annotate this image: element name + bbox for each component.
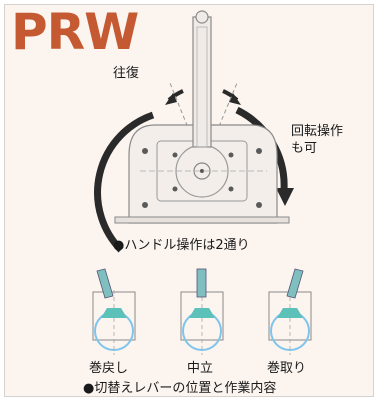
- diagram-panel: PRW: [4, 4, 374, 397]
- lever-position-rewind: [92, 268, 136, 355]
- rotation-label-line1: 回転操作: [291, 124, 344, 139]
- lever-cam: [277, 308, 303, 318]
- gearbox-housing: [128, 124, 278, 224]
- reciprocate-arrowhead-left-icon: [165, 93, 177, 105]
- reciprocate-arrowhead-right-icon: [229, 93, 241, 105]
- lever-cam: [189, 308, 215, 318]
- lever-position-neutral: [180, 268, 224, 355]
- position-label-neutral: 中立: [187, 361, 214, 376]
- lever-arm: [286, 268, 304, 299]
- lever-arm: [96, 268, 114, 299]
- handle-inner: [196, 26, 208, 148]
- rotation-arc-left: [94, 111, 155, 253]
- switch-caption: ●切替えレバーの位置と作業内容: [83, 381, 277, 396]
- rotation-label: 回転操作 も可: [291, 123, 343, 157]
- reciprocate-label: 往復: [113, 66, 140, 81]
- lever-cam: [101, 308, 127, 318]
- handle-shaft: [192, 16, 212, 148]
- rotation-label-line2: も可: [291, 141, 318, 156]
- gear-center: [200, 169, 204, 173]
- model-title: PRW: [11, 4, 139, 61]
- position-label-rewind: 巻戻し: [89, 361, 129, 376]
- position-label-takeup: 巻取り: [267, 361, 307, 376]
- handle-diagram: [92, 10, 312, 355]
- handle-knob: [195, 10, 209, 24]
- rotation-arrowhead-icon: [276, 188, 294, 206]
- gearbox-base: [114, 216, 290, 224]
- housing-bolts: [142, 148, 262, 208]
- lever-arm: [196, 268, 207, 298]
- handle-caption: ●ハンドル操作は2通り: [113, 238, 250, 253]
- lever-position-takeup: [268, 268, 312, 355]
